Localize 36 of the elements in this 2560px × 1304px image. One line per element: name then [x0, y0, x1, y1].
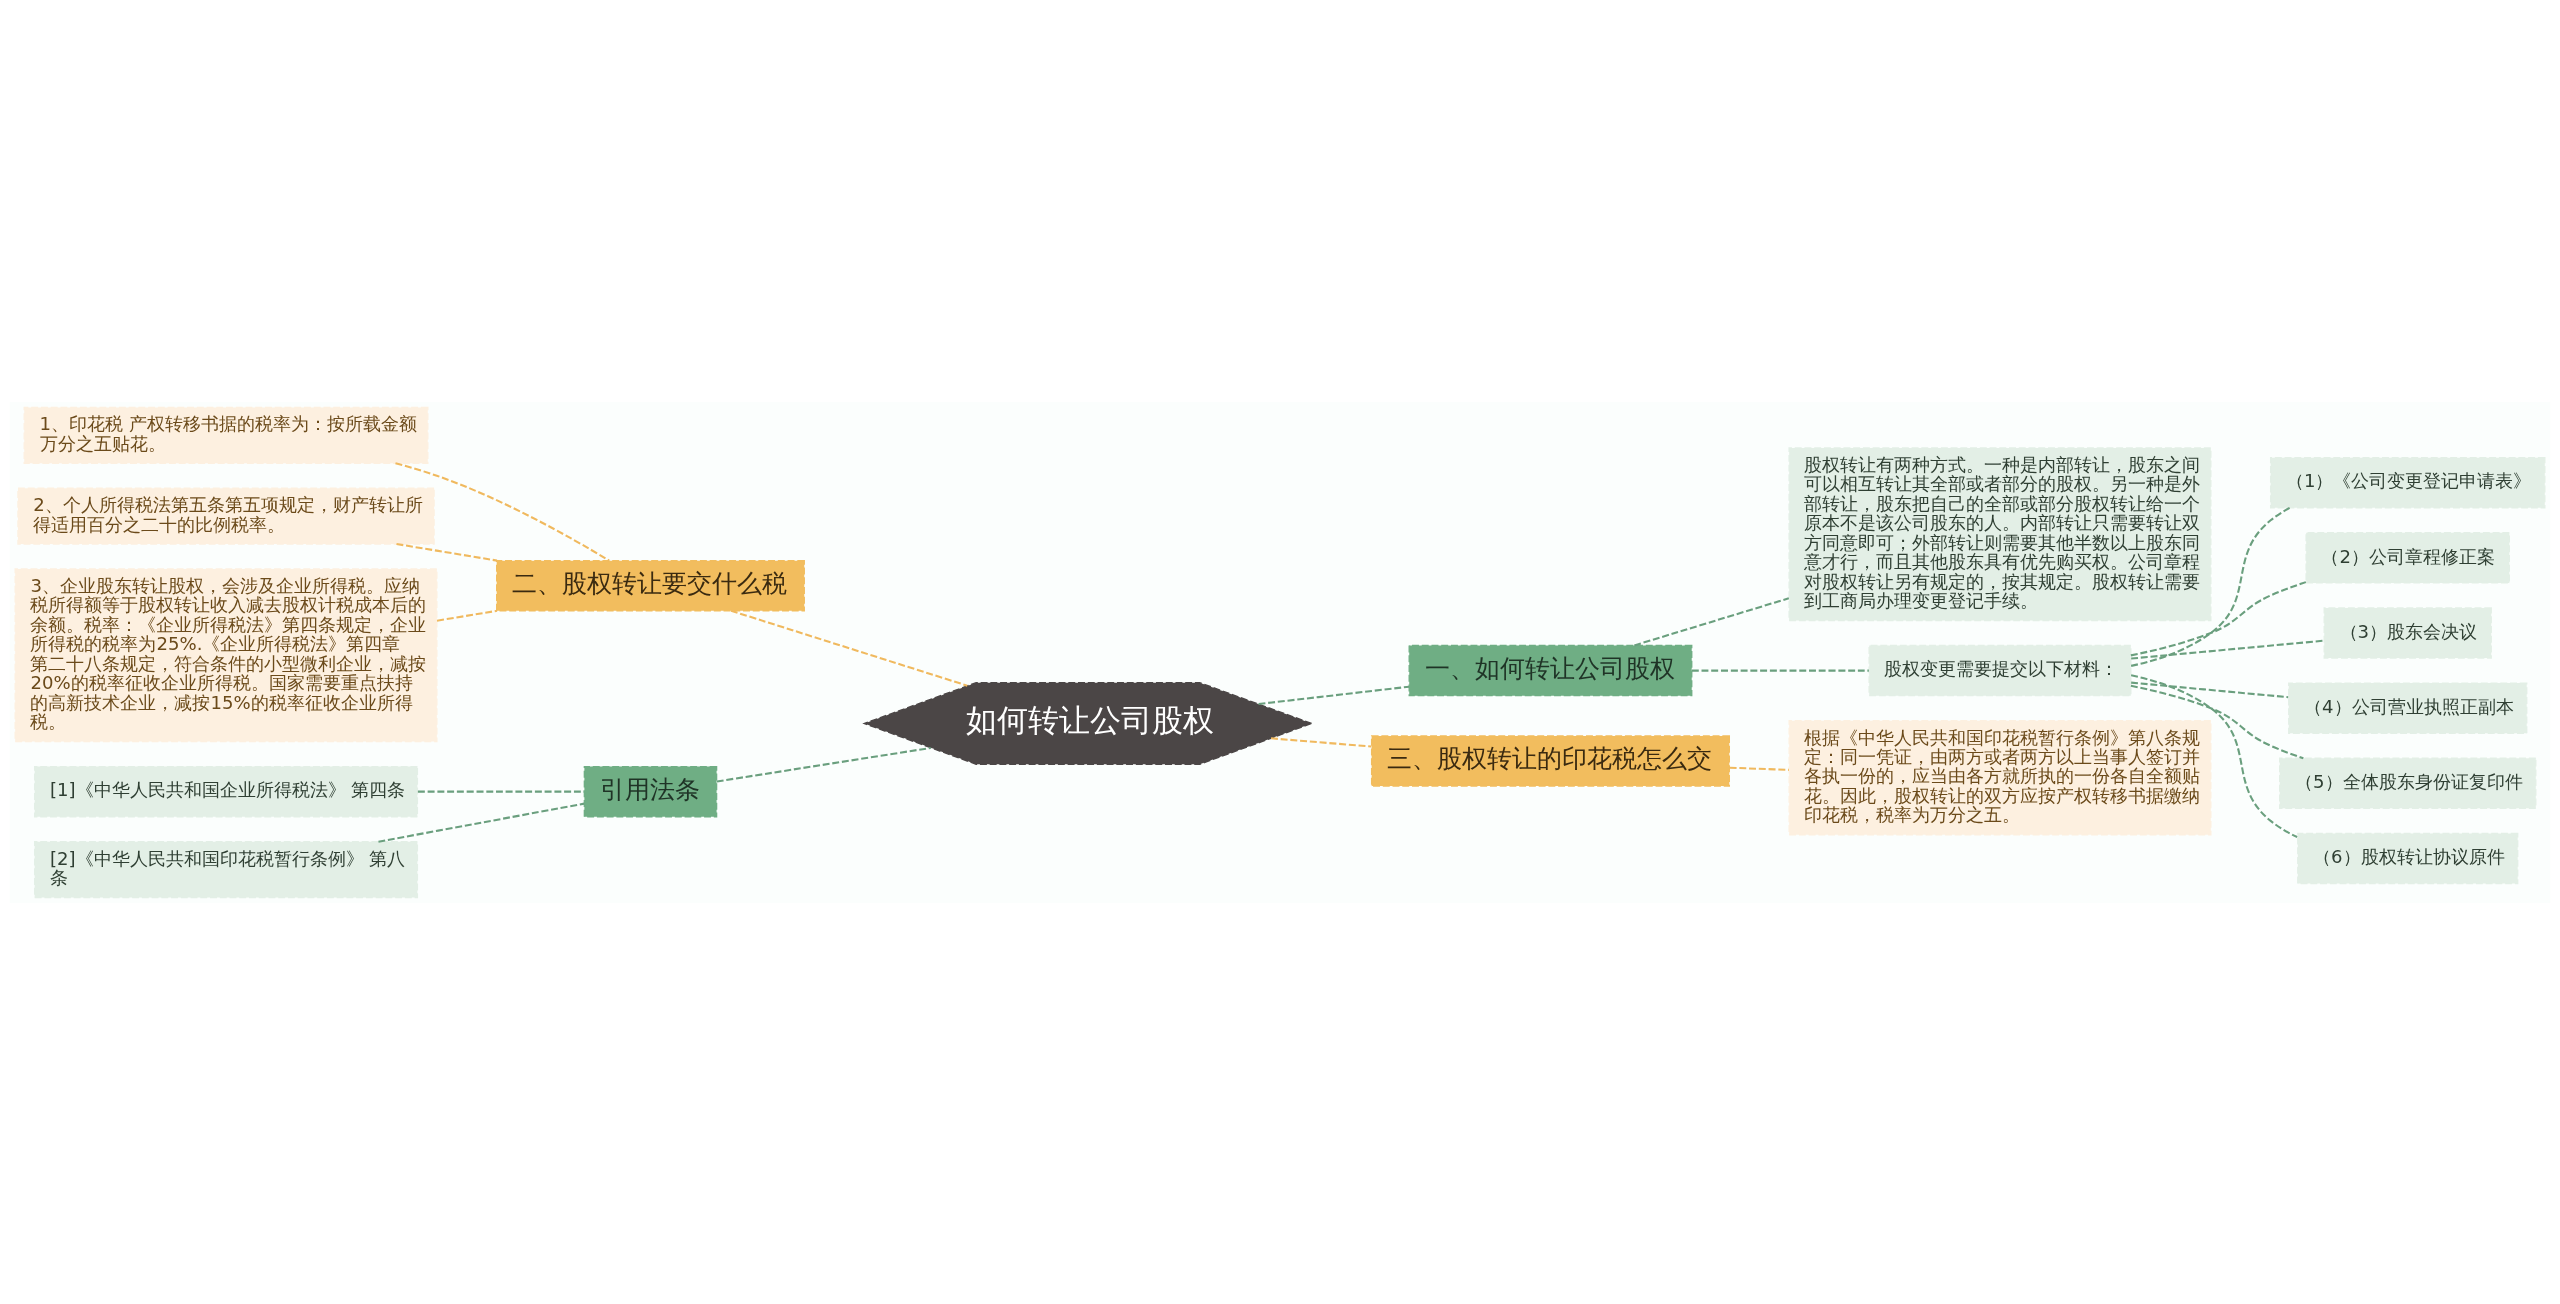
node-box: 2、个人所得税法第五条第五项规定，财产转让所得适用百分之二十的比例税率。: [17, 487, 435, 545]
node-box: 引用法条: [583, 765, 718, 817]
connector: [1258, 685, 1410, 705]
node-box: 3、企业股东转让股权，会涉及企业所得税。应纳税所得额等于股权转让收入减去股权计税成本后的余额。税率：《企业所得税法》第四条规定，企业所得税的税率为25%.《企业所得税法》第四章第二十八条规定，符合条件的小型微利企业，减按20%的税率征收企业所得税。国家需要重点扶持的高新技术企业，减按15%的税率征收企业所得税。: [14, 567, 438, 742]
node-box: （6）股权转让协议原件: [2297, 832, 2519, 884]
connector: [2130, 506, 2291, 667]
node-box: （4）公司营业执照正副本: [2288, 681, 2528, 734]
connector: [1634, 596, 1790, 646]
connector: [396, 542, 498, 562]
node-box: 1、印花税 产权转移书据的税率为：按所载金额万分之五贴花。: [23, 406, 429, 464]
node-box: 根据《中华人民共和国印花税暂行条例》第八条规定：同一凭证，由两方或者两方以上当事人签订并各执一份的，应当由各方就所执的一份各自全额贴花。因此，股权转让的双方应按产权转移书据缴纳印花税，税率为万分之五。: [1788, 719, 2212, 835]
node-box: （5）全体股东身份证复印件: [2279, 757, 2537, 809]
connector: [378, 802, 585, 843]
node-box: [1]《中华人民共和国企业所得税法》 第四条: [33, 765, 419, 817]
connector: [2131, 639, 2324, 660]
node-box: 股权变更需要提交以下材料：: [1868, 644, 2132, 696]
node-box: [2]《中华人民共和国印花税暂行条例》 第八条: [33, 840, 419, 898]
connector: [1270, 736, 1372, 748]
node-box: 一、如何转让公司股权: [1408, 644, 1693, 696]
node-box: （2）公司章程修正案: [2305, 531, 2511, 584]
connector: [1692, 669, 1869, 672]
connector: [417, 790, 584, 793]
connector: [2130, 673, 2298, 838]
connector: [436, 609, 498, 622]
connector: [2130, 580, 2307, 656]
connector: [2131, 681, 2289, 698]
connector: [395, 461, 610, 561]
connector: [2130, 684, 2304, 759]
connector: [716, 746, 931, 782]
connector: [730, 609, 968, 687]
node-box: （1）《公司变更登记申请表》: [2269, 456, 2546, 508]
node-box: 三、股权转让的印花税怎么交: [1370, 734, 1730, 787]
node-box: （3）股东会决议: [2323, 606, 2492, 659]
node-box: 股权转让有两种方式。一种是内部转让，股东之间可以相互转让其全部或者部分的股权。另一种是外部转让，股东把自己的全部或部分股权转让给一个原本不是该公司股东的人。内部转让只需要转让双方同意即可；外部转让则需要其他半数以上股东同意才行，而且其他股东具有优先购买权。公司章程对股权转让另有规定的，按其规定。股权转让需要到工商局办理变更登记手续。: [1788, 446, 2212, 621]
node-box: 二、股权转让要交什么税: [496, 559, 805, 611]
connector: [1729, 766, 1789, 771]
